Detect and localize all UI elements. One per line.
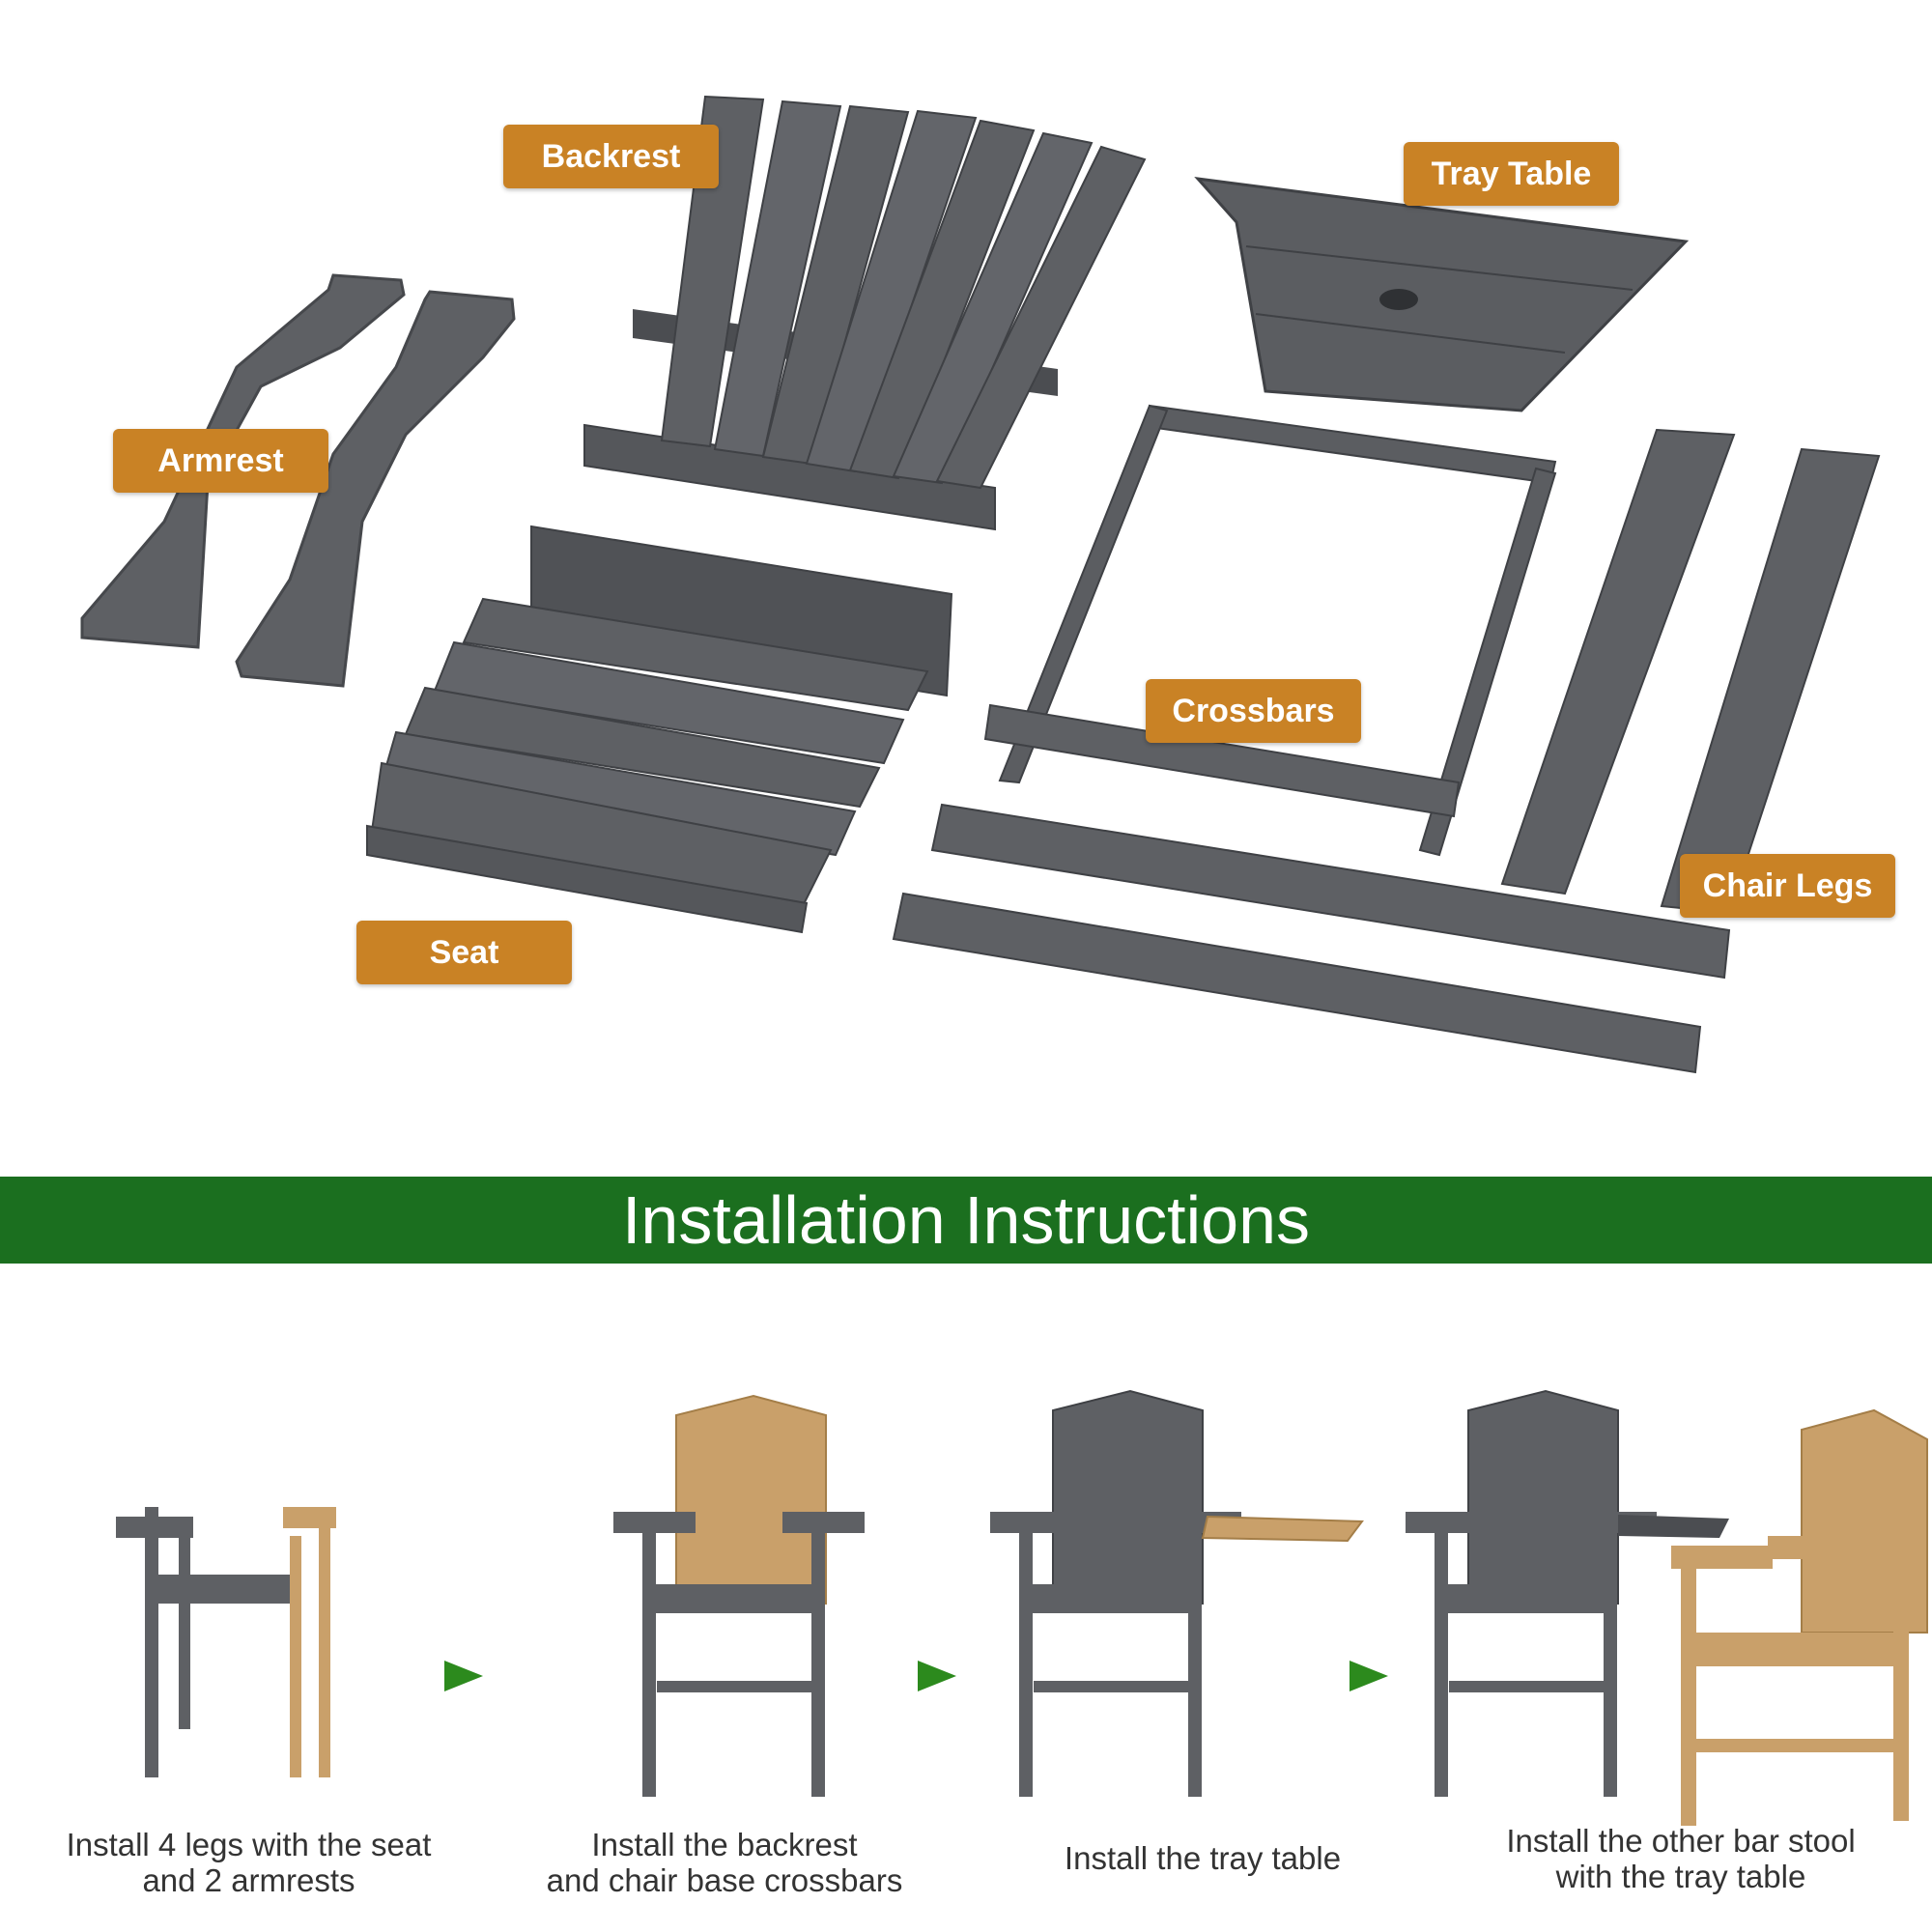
installation-banner: Installation Instructions: [0, 1177, 1932, 1264]
step-4-caption: Install the other bar stool with the tra…: [1468, 1823, 1893, 1894]
step-arrow-3-icon: [1350, 1661, 1388, 1691]
armrest-label: Armrest: [113, 429, 328, 493]
tray-table-label: Tray Table: [1404, 142, 1619, 206]
step-arrow-1-icon: [444, 1661, 483, 1691]
tray-table-part: [1198, 179, 1686, 411]
step-2-caption: Install the backrest and chair base cros…: [507, 1827, 942, 1898]
chair-legs-label: Chair Legs: [1680, 854, 1895, 918]
step-3-caption: Install the tray table: [1005, 1840, 1401, 1876]
step-2-illustration: [613, 1396, 865, 1797]
step-1-illustration: [116, 1507, 336, 1777]
step-4-illustration: [1406, 1391, 1927, 1826]
crossbars-label: Crossbars: [1146, 679, 1361, 743]
banner-title: Installation Instructions: [622, 1181, 1310, 1259]
seat-label: Seat: [356, 921, 572, 984]
crossbar-frame-part: [985, 406, 1555, 855]
step-3-illustration: [990, 1391, 1362, 1797]
step-arrow-2-icon: [918, 1661, 956, 1691]
step-1-caption: Install 4 legs with the seat and 2 armre…: [34, 1827, 464, 1898]
seat-part: [367, 526, 952, 932]
backrest-label: Backrest: [503, 125, 719, 188]
